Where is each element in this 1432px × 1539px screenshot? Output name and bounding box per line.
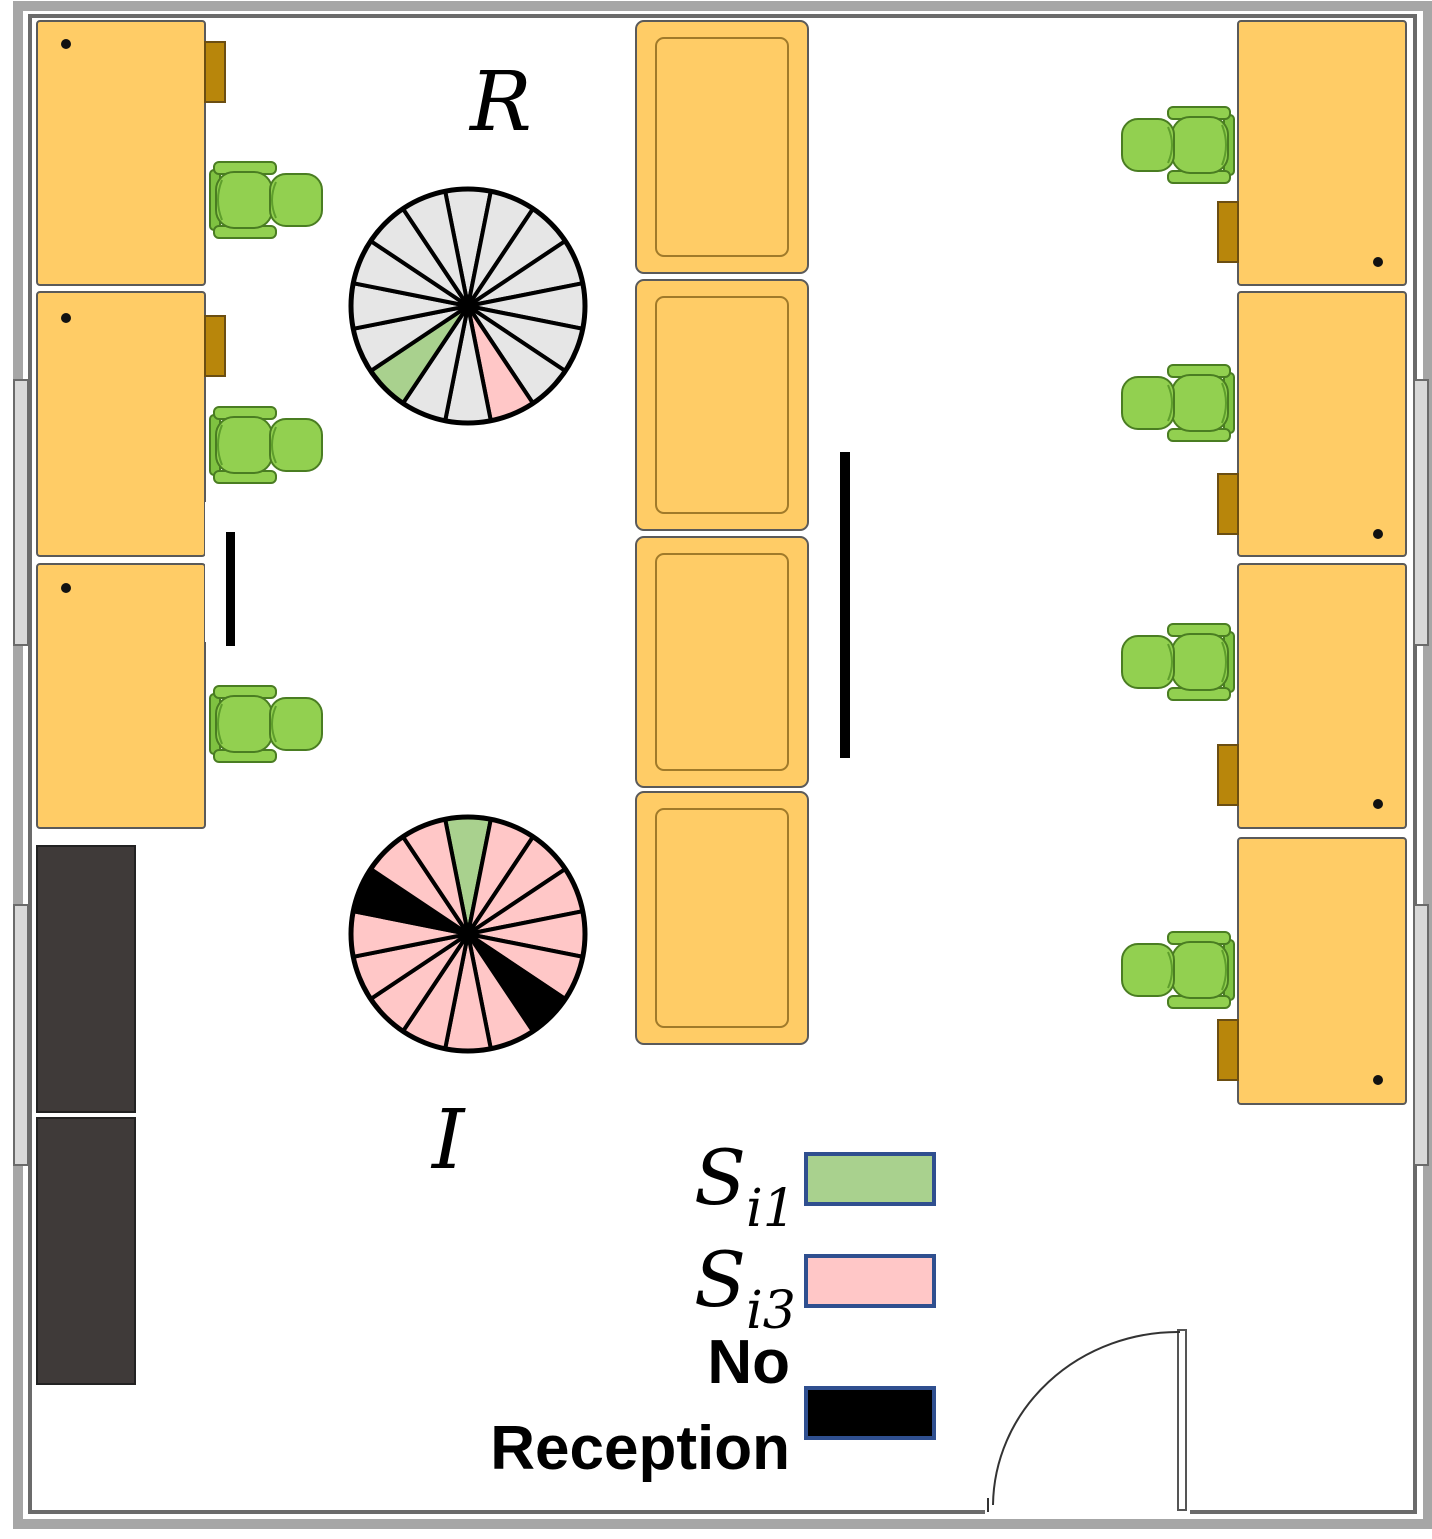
obstacles — [226, 452, 850, 758]
door — [985, 1329, 1190, 1516]
legend-subscript: i1 — [746, 1179, 796, 1239]
legend-symbol: S — [694, 1133, 747, 1222]
receiver-pie — [348, 186, 588, 426]
legend-subscript: i3 — [746, 1281, 796, 1341]
walls — [13, 1, 1432, 1529]
receiver-pie-outline — [348, 186, 588, 426]
legend-swatch-si3 — [804, 1254, 936, 1308]
legend-label-si3: Si3 — [694, 1242, 796, 1338]
interferer-pie-outline — [348, 814, 588, 1054]
interferer-pie — [348, 814, 588, 1054]
legend-symbol: S — [694, 1235, 747, 1324]
legend-swatches — [804, 1152, 936, 1440]
legend-label-no: No — [707, 1328, 790, 1397]
legend-label-si1: Si1 — [694, 1140, 796, 1236]
cabinets — [36, 845, 136, 1385]
legend-label-reception: Reception — [490, 1414, 790, 1483]
interferer-label: I — [432, 1093, 465, 1188]
legend-swatch-si1 — [804, 1152, 936, 1206]
right-desks — [1217, 20, 1407, 1105]
receiver-label: R — [470, 55, 532, 150]
left-desks — [36, 20, 226, 829]
left-chairs — [209, 161, 323, 763]
center-tables — [635, 20, 809, 1045]
legend-swatch-no-reception — [804, 1386, 936, 1440]
